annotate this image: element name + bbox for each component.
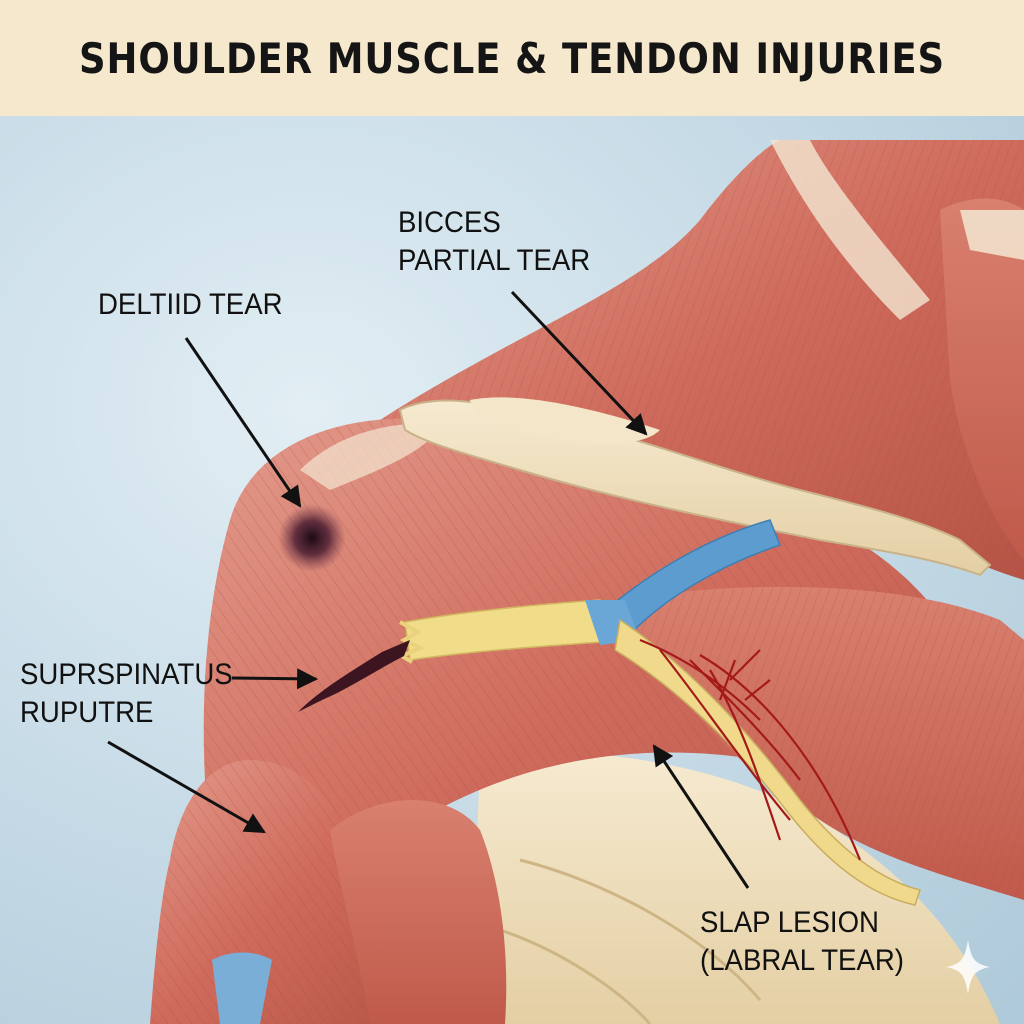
neck-tendon (770, 140, 930, 320)
label-line: (LABRAL TEAR) (700, 944, 904, 977)
rib-cage (470, 752, 1000, 1024)
label-line: DELTIID TEAR (98, 288, 283, 321)
rupture-arrow (107, 740, 266, 834)
supraspinatus-rupture-label: SUPRSPINATUS RUPUTRE (20, 656, 233, 732)
biceps-arrow (510, 290, 648, 436)
biceps-muscle (330, 800, 507, 1024)
supraspinatus-rupture (298, 640, 410, 712)
acromion-bone (470, 397, 660, 444)
deltoid-bruise (278, 504, 346, 572)
title-banner: SHOULDER MUSCLE & TENDON INJURIES (0, 0, 1024, 116)
slap-lesion-label: SLAP LESION (LABRAL TEAR) (700, 904, 904, 980)
deltoid-tear-label: DELTIID TEAR (98, 286, 283, 324)
arm-tendon-blue (212, 952, 272, 1024)
frayed-tendon-end (397, 620, 425, 664)
biceps-partial-tear-label: BICCES PARTIAL TEAR (398, 204, 590, 280)
label-line: RUPUTRE (20, 696, 154, 729)
rib-line (519, 858, 762, 1001)
slap-arrow (652, 744, 750, 889)
label-line: SLAP LESION (700, 906, 879, 939)
rib-line (499, 928, 652, 1024)
label-line: SUPRSPINATUS (20, 658, 233, 691)
neck-muscle (940, 198, 1024, 560)
label-line: BICCES (398, 206, 501, 239)
deltoid-arrow (184, 337, 302, 508)
sparkle-icon (946, 940, 990, 994)
coracoclavicular-ligament (598, 519, 781, 642)
supraspinatus-arrow (231, 668, 319, 690)
torn-vessels (639, 638, 862, 861)
deltoid-tendon-top (300, 423, 440, 490)
page-title: SHOULDER MUSCLE & TENDON INJURIES (79, 33, 945, 83)
label-line: PARTIAL TEAR (398, 244, 591, 277)
